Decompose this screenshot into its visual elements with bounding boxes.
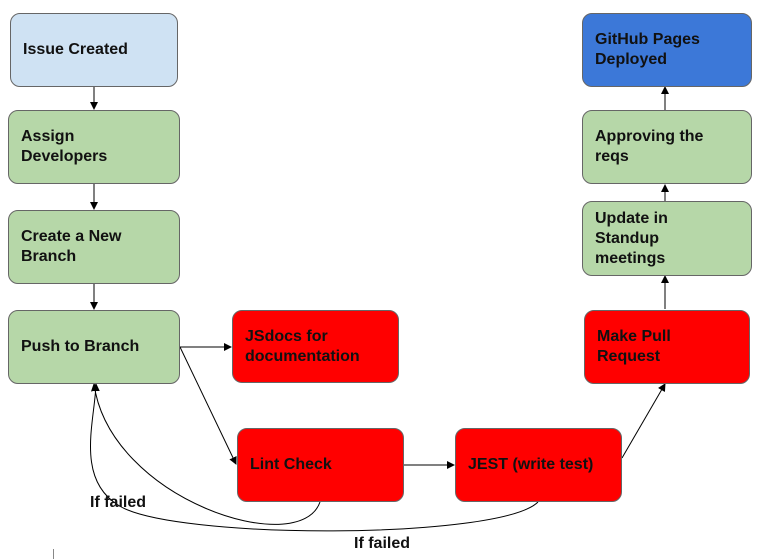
node-github-pages: GitHub Pages Deployed — [582, 13, 752, 87]
label-if-failed-jest: If failed — [354, 535, 411, 552]
curve-jest-failed-to-push — [90, 383, 539, 532]
divider-tick — [53, 549, 54, 559]
node-pull-request: Make Pull Request — [584, 310, 750, 384]
curve-lint-failed-to-push — [91, 383, 321, 525]
node-issue-created: Issue Created — [10, 13, 178, 87]
node-lint-check: Lint Check — [237, 428, 404, 502]
node-push-branch: Push to Branch — [8, 310, 180, 384]
label-if-failed-lint: If failed — [90, 494, 147, 511]
node-create-branch: Create a New Branch — [8, 210, 180, 284]
node-approving: Approving the reqs — [582, 110, 752, 184]
arrow-jest-to-pull — [621, 383, 666, 459]
node-jsdocs: JSdocs for documentation — [232, 310, 399, 383]
node-jest: JEST (write test) — [455, 428, 622, 502]
node-assign-developers: Assign Developers — [8, 110, 180, 184]
arrow-push-to-lint — [179, 346, 237, 465]
node-standup: Update in Standup meetings — [582, 201, 752, 276]
